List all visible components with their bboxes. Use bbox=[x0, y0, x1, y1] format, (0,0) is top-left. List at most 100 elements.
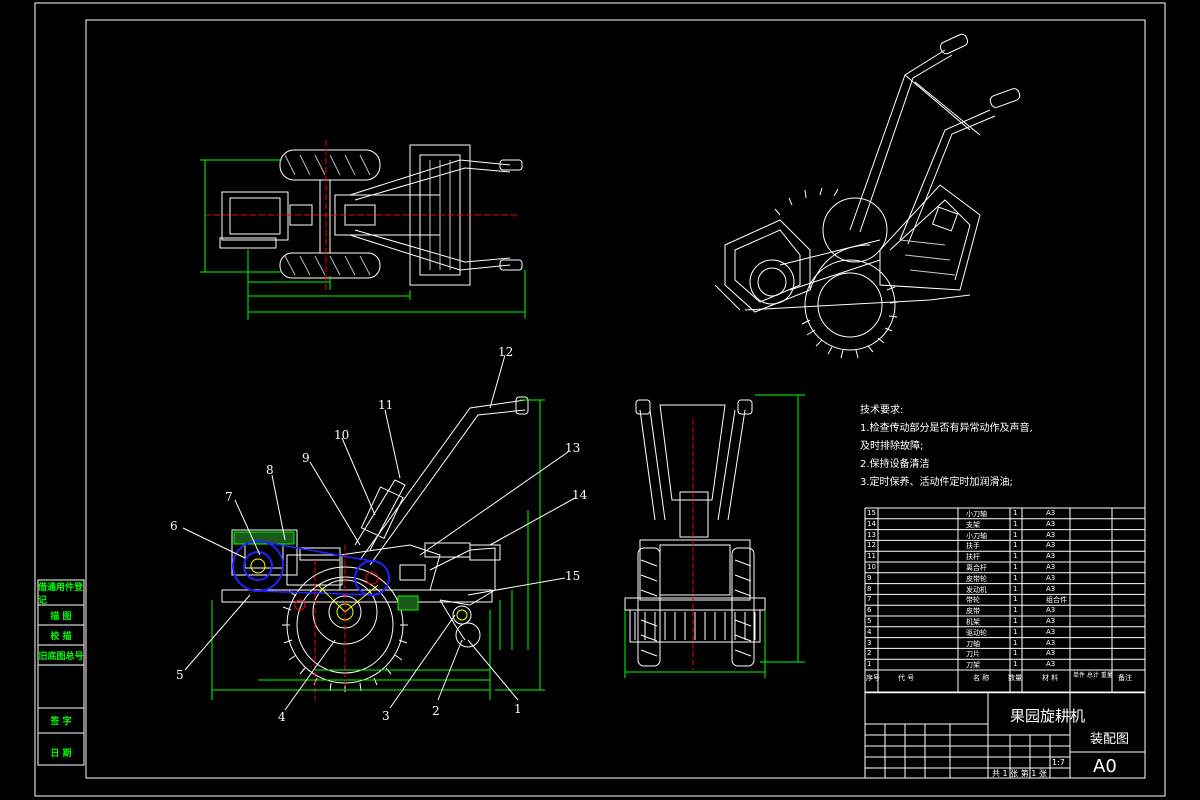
side-table-signature: 签 字 bbox=[50, 716, 72, 727]
bom-header-name: 名 称 bbox=[973, 674, 990, 682]
technical-requirements: 技术要求: 1.检查传动部分是否有异常动作及声音, 及时排除故障; 2.保持设备… bbox=[860, 402, 1033, 492]
bom-row-qty: 1 bbox=[1013, 595, 1018, 604]
bom-row-material: A3 bbox=[1046, 627, 1056, 636]
bom-row-name: 离合杆 bbox=[966, 564, 987, 572]
bom-row-qty: 1 bbox=[1013, 584, 1018, 593]
bom-row-material: A3 bbox=[1046, 617, 1056, 625]
bom-row-no: 9 bbox=[867, 573, 872, 582]
bom-row-qty: 1 bbox=[1013, 627, 1018, 636]
bom-row-material: A3 bbox=[1046, 509, 1056, 517]
tech-item-2: 2.保持设备清洁 bbox=[860, 459, 930, 470]
bom-header-no: 序号 bbox=[866, 674, 880, 682]
bom-row-name: 小刀轴 bbox=[966, 510, 987, 518]
drawing-title: 果园旋耕机 bbox=[1010, 707, 1086, 725]
bom-row-qty: 1 bbox=[1013, 649, 1018, 658]
side-table-registration: 借通用件登记 bbox=[38, 583, 84, 606]
bom-row-material: A3 bbox=[1046, 573, 1056, 582]
side-table-old-drawing-no: 旧底图总号 bbox=[38, 651, 84, 662]
bom-row-qty: 1 bbox=[1013, 563, 1018, 571]
bom-row-qty: 1 bbox=[1013, 638, 1018, 647]
bom-row-no: 12 bbox=[867, 541, 876, 550]
rear-view bbox=[624, 399, 766, 670]
side-table-lines bbox=[37, 579, 85, 766]
callout-1: 1 bbox=[514, 702, 522, 716]
bom-row-no: 15 bbox=[867, 509, 876, 517]
callout-8: 8 bbox=[266, 463, 274, 477]
side-view-green-parts bbox=[233, 531, 471, 611]
callout-12: 12 bbox=[498, 345, 514, 359]
bom-row-name: 刀轴 bbox=[966, 639, 980, 648]
bom-row-no: 5 bbox=[867, 617, 872, 625]
bom-row-no: 4 bbox=[867, 627, 872, 636]
side-view-blue-wheels bbox=[232, 540, 390, 596]
bom-row-no: 13 bbox=[867, 530, 876, 539]
tech-item-3: 3.定时保养、活动件定时加润滑油; bbox=[860, 477, 1013, 488]
bom-header-code: 代 号 bbox=[898, 674, 915, 682]
side-view bbox=[221, 396, 529, 692]
bom-header-qty: 数量 bbox=[1008, 674, 1022, 682]
bom-row-no: 6 bbox=[867, 606, 872, 615]
bom-row-no: 10 bbox=[867, 563, 876, 571]
bom-row-name: 刀片 bbox=[966, 650, 980, 659]
bom-row-name: 皮带 bbox=[966, 607, 980, 616]
outer-border bbox=[34, 2, 1166, 797]
callout-7: 7 bbox=[225, 490, 233, 504]
callout-5: 5 bbox=[176, 668, 184, 682]
isometric-wheel-tread bbox=[774, 187, 899, 359]
bom-header-material: 材 料 bbox=[1042, 674, 1059, 682]
bom-row-no: 8 bbox=[867, 584, 872, 593]
bom-row-qty: 1 bbox=[1013, 617, 1018, 625]
bom-row-material: A3 bbox=[1046, 606, 1056, 615]
callout-2: 2 bbox=[432, 704, 440, 718]
drawing-type: 装配图 bbox=[1090, 732, 1130, 747]
bom-row-name: 发动机 bbox=[966, 585, 987, 594]
bom-row-no: 14 bbox=[867, 519, 876, 528]
tech-item-1-cont: 及时排除故障; bbox=[860, 441, 924, 452]
title-block-lines bbox=[864, 691, 1146, 779]
bom-row-name: 支架 bbox=[966, 520, 980, 529]
bom-row-material: A3 bbox=[1046, 584, 1056, 593]
bom-row-material: A3 bbox=[1046, 541, 1056, 550]
bom-row-material: A3 bbox=[1046, 530, 1056, 539]
bom-row-material: A3 bbox=[1046, 638, 1056, 647]
callout-9: 9 bbox=[302, 451, 310, 465]
bom-row-no: 1 bbox=[867, 660, 872, 669]
side-view-red-parts bbox=[294, 545, 379, 700]
rear-view-dimensions bbox=[624, 394, 805, 678]
tech-item-1: 1.检查传动部分是否有异常动作及声音, bbox=[860, 423, 1033, 434]
callout-13: 13 bbox=[565, 441, 581, 455]
bom-row-no: 11 bbox=[867, 552, 876, 561]
bom-row-name: 刀架 bbox=[966, 661, 980, 670]
side-table-checking: 校 描 bbox=[50, 631, 72, 642]
bom-row-qty: 1 bbox=[1013, 606, 1018, 615]
bom-row-qty: 1 bbox=[1013, 519, 1018, 528]
scale: 1:7 bbox=[1052, 758, 1065, 767]
bom-row-name: 带轮 bbox=[966, 596, 980, 605]
top-view bbox=[205, 140, 523, 290]
bom-row-material: A3 bbox=[1046, 563, 1056, 571]
bom-row-material: A3 bbox=[1046, 519, 1056, 528]
callout-4: 4 bbox=[278, 710, 286, 724]
bom-table-lines bbox=[864, 507, 1146, 694]
side-table-tracing: 描 图 bbox=[50, 611, 72, 622]
bom-row-no: 3 bbox=[867, 638, 872, 647]
inner-border bbox=[85, 19, 1146, 779]
sheet-size: A0 bbox=[1093, 756, 1117, 777]
callout-6: 6 bbox=[170, 519, 178, 533]
side-view-dimensions bbox=[211, 399, 545, 700]
bom-header-remark: 备注 bbox=[1118, 674, 1132, 682]
callout-15: 15 bbox=[565, 569, 581, 583]
bom-row-qty: 1 bbox=[1013, 530, 1018, 539]
sheet-info: 共 1 张 第 1 张 bbox=[992, 769, 1047, 778]
bom-row-name: 扶杆 bbox=[966, 553, 980, 562]
bom-row-material: A3 bbox=[1046, 649, 1056, 658]
bom-row-qty: 1 bbox=[1013, 541, 1018, 550]
bom-row-name: 扶手 bbox=[966, 542, 980, 551]
side-table-date: 日 期 bbox=[50, 748, 72, 759]
callout-10: 10 bbox=[334, 428, 350, 442]
callout-3: 3 bbox=[382, 709, 390, 723]
bom-row-no: 2 bbox=[867, 649, 872, 658]
bom-row-qty: 1 bbox=[1013, 573, 1018, 582]
callout-leaders bbox=[182, 354, 576, 711]
